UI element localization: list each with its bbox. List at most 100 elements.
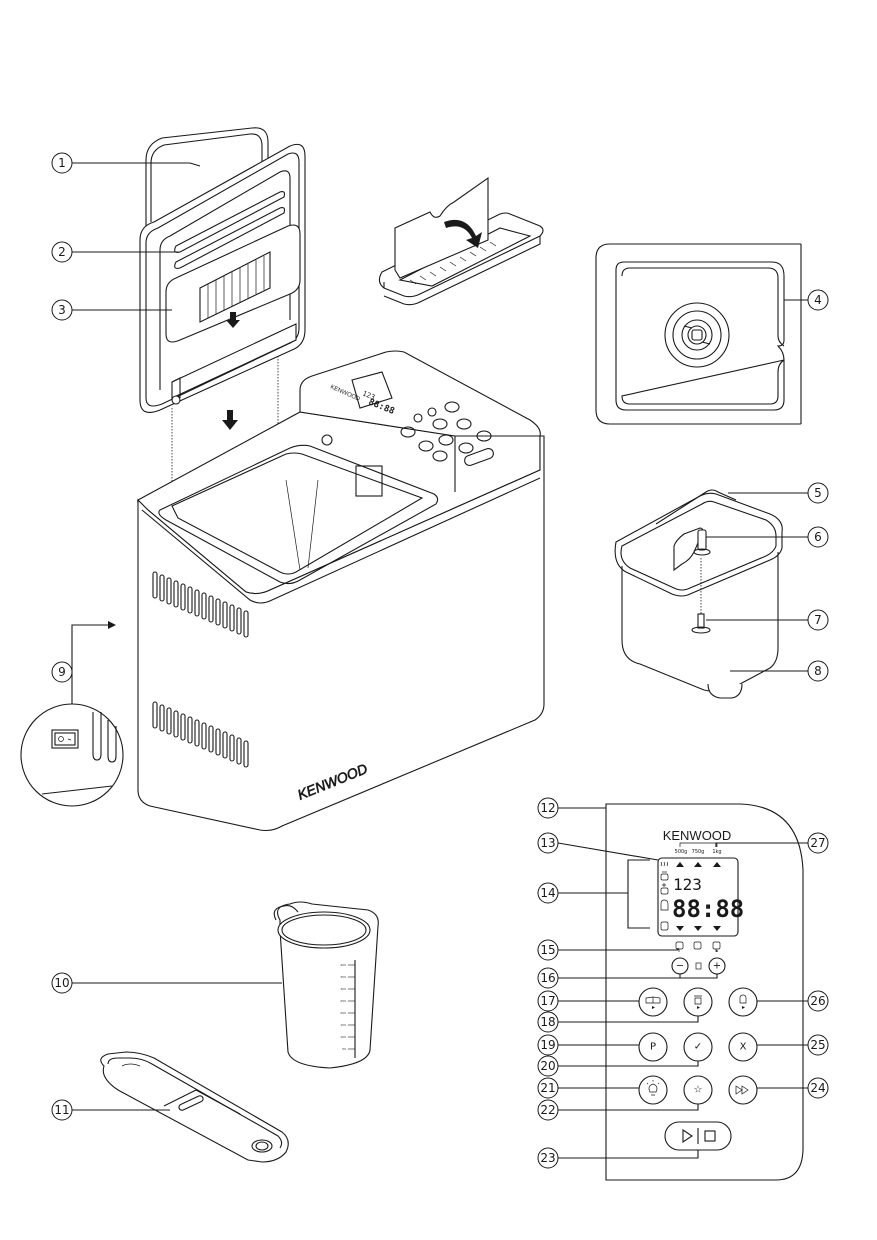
- pan-handle: [655, 489, 737, 525]
- callout-number: 5: [814, 486, 822, 500]
- callout-number: 8: [814, 664, 822, 678]
- drive-shaft: [697, 613, 705, 629]
- callout-baking-chamber: 4: [807, 289, 829, 311]
- baking-chamber-view: [595, 243, 802, 425]
- callout-crust-button: 26: [807, 990, 829, 1012]
- scale-label: 400: [340, 963, 346, 967]
- minus-button[interactable]: −: [671, 957, 689, 975]
- star-icon: ☆: [694, 1085, 703, 1096]
- scale-label: 200: [340, 1011, 346, 1015]
- heat-icon: [660, 861, 668, 867]
- weight-label-1kg: 1kg: [712, 849, 721, 855]
- callout-number: 19: [540, 1038, 555, 1052]
- power-switch-detail: [20, 621, 124, 807]
- callout-number: 4: [814, 293, 822, 307]
- cancel-button[interactable]: X: [728, 1032, 758, 1062]
- crust-button[interactable]: [728, 987, 758, 1017]
- callout-power-switch: 9: [51, 661, 73, 683]
- status-icon-column: [660, 861, 669, 931]
- callout-program-button: 19: [537, 1034, 559, 1056]
- favourite-button[interactable]: ☆: [683, 1075, 713, 1105]
- callout-status-icons: 14: [537, 882, 559, 904]
- lcd-screen: [657, 857, 739, 937]
- tray-flap: [394, 176, 489, 279]
- book-icon: [645, 996, 661, 1004]
- play-icon: [682, 1128, 693, 1144]
- timer-icon: [694, 995, 702, 1005]
- callout-number: 24: [810, 1081, 825, 1095]
- callout-measuring-cup: 10: [51, 972, 73, 994]
- callout-number: 1: [58, 156, 66, 170]
- callout-lid-seal: 1: [51, 152, 73, 174]
- callout-fast-forward-button: 24: [807, 1077, 829, 1099]
- callout-number: 21: [540, 1081, 555, 1095]
- start-stop-button[interactable]: [664, 1121, 732, 1151]
- callout-number: 27: [810, 836, 825, 850]
- callout-loaf-size-indicators: 27: [807, 832, 829, 854]
- program-button[interactable]: P: [638, 1032, 668, 1062]
- callout-time-buttons: 16: [537, 967, 559, 989]
- bread-pan: [614, 489, 783, 699]
- lcd-program-number: 123: [673, 875, 702, 894]
- callout-number: 12: [540, 801, 555, 815]
- callout-number: 11: [54, 1103, 69, 1117]
- callout-number: 15: [540, 943, 555, 957]
- callout-bread-pan-handle: 5: [807, 482, 829, 504]
- callout-number: 17: [540, 994, 555, 1008]
- scale-label: 50: [342, 1047, 346, 1051]
- fast-forward-button[interactable]: [728, 1075, 758, 1105]
- callout-number: 13: [540, 836, 555, 850]
- callout-number: 16: [540, 971, 555, 985]
- callout-control-panel: 12: [537, 797, 559, 819]
- callout-lid-window: 2: [51, 241, 73, 263]
- measuring-spoon: [100, 1051, 289, 1163]
- callout-number: 7: [814, 613, 822, 627]
- crust-indicators: [675, 941, 721, 952]
- callout-number: 3: [58, 303, 66, 317]
- close-icon: X: [740, 1042, 747, 1053]
- check-icon: ✓: [694, 1042, 702, 1053]
- panel-brand: KENWOOD: [663, 828, 732, 843]
- loaf-size-labels: 500g 750g 1kg: [675, 849, 722, 855]
- scale-label: 300: [340, 987, 346, 991]
- callout-drive-shaft: 7: [807, 609, 829, 631]
- callout-timer-button: 18: [537, 1011, 559, 1033]
- light-button[interactable]: [638, 1075, 668, 1105]
- pan-base: [707, 683, 743, 699]
- timer-button[interactable]: [683, 987, 713, 1017]
- callout-number: 6: [814, 530, 822, 544]
- callout-number: 25: [810, 1038, 825, 1052]
- bulb-icon: [646, 1080, 660, 1096]
- callout-kneader: 6: [807, 526, 829, 548]
- callout-dispenser: 3: [51, 299, 73, 321]
- kneading-icon: [660, 873, 669, 881]
- callout-crust-indicators: 15: [537, 939, 559, 961]
- scale-label: 150: [340, 1023, 346, 1027]
- callout-labels: 1234567891011121314151617181920212223242…: [51, 152, 829, 1169]
- fold-arrow-icon: [444, 219, 482, 248]
- callout-number: 23: [540, 1151, 555, 1165]
- callout-measuring-spoon: 11: [51, 1099, 73, 1121]
- control-panel-detail: KENWOOD 500g 750g 1kg 123 88:88: [605, 803, 804, 1181]
- vent-slots-top: [152, 571, 249, 638]
- plus-button[interactable]: +: [708, 957, 726, 975]
- weight-label-500g: 500g: [675, 849, 688, 855]
- baking-icon: [660, 899, 669, 911]
- rising-icon: [660, 887, 669, 895]
- stop-icon: [704, 1130, 716, 1142]
- vent-slots-bottom: [152, 701, 249, 768]
- svg-text:−: −: [676, 961, 684, 972]
- lcd-time-display: 88:88: [672, 895, 744, 923]
- callout-number: 2: [58, 245, 66, 259]
- svg-text:+: +: [713, 961, 721, 972]
- recipe-button[interactable]: [638, 987, 668, 1017]
- weight-label-750g: 750g: [692, 849, 705, 855]
- insert-arrow-icon: [226, 312, 240, 328]
- callout-favourite-button: 22: [537, 1099, 559, 1121]
- insert-arrow-icon: [222, 410, 238, 430]
- confirm-button[interactable]: ✓: [683, 1032, 713, 1062]
- scale-label: 250: [340, 999, 346, 1003]
